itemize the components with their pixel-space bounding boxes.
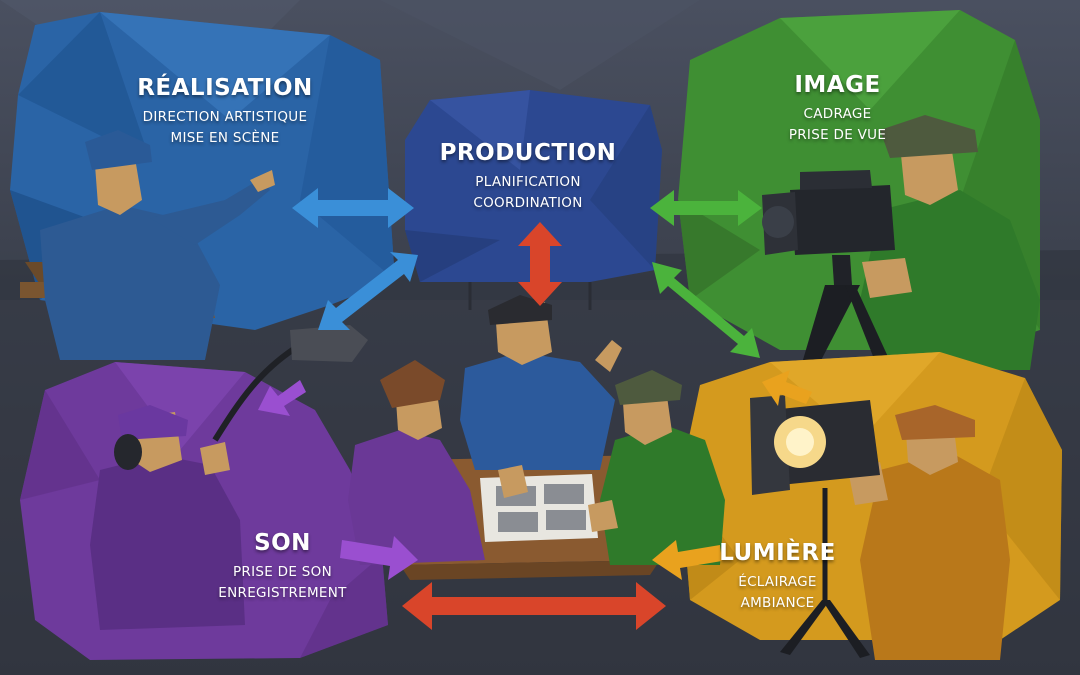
lumiere-subtitle-2: AMBIANCE (705, 593, 850, 614)
son-subtitle-2: ENREGISTREMENT (215, 583, 350, 604)
production-label: PRODUCTION PLANIFICATION COORDINATION (428, 140, 628, 214)
production-title: PRODUCTION (428, 140, 628, 166)
production-subtitle-2: COORDINATION (428, 193, 628, 214)
realisation-label: RÉALISATION DIRECTION ARTISTIQUE MISE EN… (120, 75, 330, 149)
son-title: SON (215, 530, 350, 556)
production-subtitle-1: PLANIFICATION (428, 172, 628, 193)
image-subtitle-1: CADRAGE (760, 104, 915, 125)
image-subtitle-2: PRISE DE VUE (760, 125, 915, 146)
realisation-subtitle-2: MISE EN SCÈNE (120, 128, 330, 149)
son-subtitle-1: PRISE DE SON (215, 562, 350, 583)
lumiere-subtitle-1: ÉCLAIRAGE (705, 572, 850, 593)
realisation-subtitle-1: DIRECTION ARTISTIQUE (120, 107, 330, 128)
image-label: IMAGE CADRAGE PRISE DE VUE (760, 72, 915, 146)
lumiere-title: LUMIÈRE (705, 540, 850, 566)
son-label: SON PRISE DE SON ENREGISTREMENT (215, 530, 350, 604)
lumiere-label: LUMIÈRE ÉCLAIRAGE AMBIANCE (705, 540, 850, 614)
realisation-title: RÉALISATION (120, 75, 330, 101)
image-title: IMAGE (760, 72, 915, 98)
